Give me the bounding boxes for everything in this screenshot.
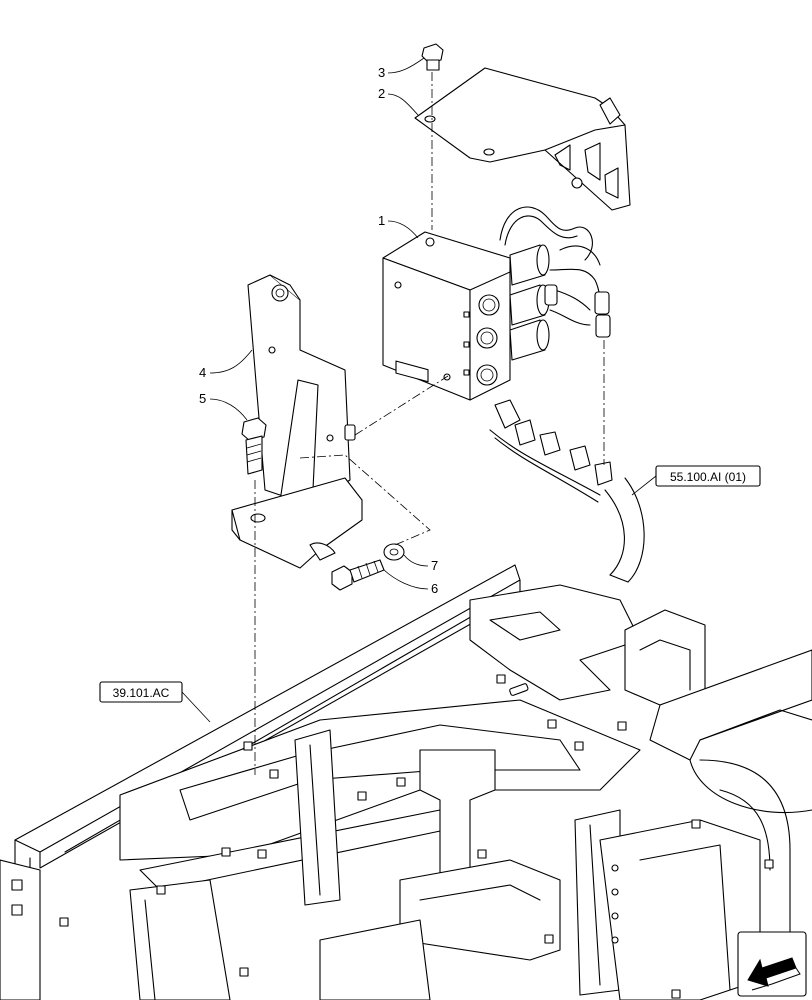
svg-text:6: 6 (431, 581, 438, 596)
svg-text:5: 5 (199, 391, 206, 406)
svg-text:3: 3 (378, 65, 385, 80)
callout-1: 1 (378, 213, 419, 239)
arrow-left-icon[interactable] (737, 931, 807, 997)
svg-text:4: 4 (199, 365, 206, 380)
callout-7: 7 (403, 554, 438, 573)
bolt-part-5 (241, 417, 267, 475)
callout-2: 2 (378, 86, 419, 116)
chassis-frame (0, 564, 812, 1000)
valve-block-part-1 (382, 206, 611, 401)
frame-reference[interactable]: 39.101.AC (99, 681, 211, 723)
callout-6: 6 (383, 569, 438, 596)
bolt-part-3 (421, 43, 444, 71)
callout-3: 3 (378, 57, 425, 80)
svg-text:1: 1 (378, 213, 385, 228)
svg-text:7: 7 (431, 558, 438, 573)
callout-4: 4 (199, 349, 253, 380)
bolt-part-6 (331, 559, 385, 591)
mounting-plate-part-2 (414, 67, 631, 211)
svg-text:55.100.AI (01): 55.100.AI (01) (670, 470, 746, 484)
svg-text:39.101.AC: 39.101.AC (113, 686, 170, 700)
harness-connectors (489, 399, 645, 583)
callout-5: 5 (199, 391, 248, 421)
harness-reference[interactable]: 55.100.AI (01) (631, 465, 761, 496)
center-lines (254, 72, 605, 775)
svg-text:2: 2 (378, 86, 385, 101)
washer-part-7 (383, 543, 405, 561)
bracket-part-4 (231, 274, 363, 569)
